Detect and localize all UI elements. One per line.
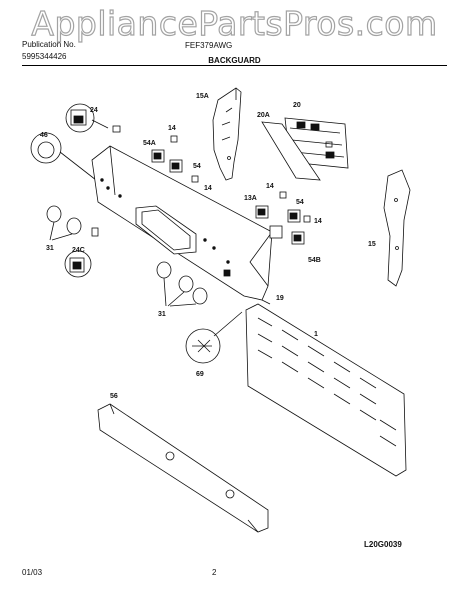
issue-date: 01/03 bbox=[22, 568, 43, 577]
model-number: FEF379AWG bbox=[185, 41, 233, 50]
screw-69[interactable] bbox=[185, 311, 243, 364]
callout-31-left: 31 bbox=[46, 245, 54, 252]
callout-24c: 24C bbox=[72, 247, 85, 254]
callout-15a: 15A bbox=[196, 93, 209, 100]
rear-panel-56[interactable] bbox=[97, 403, 269, 533]
callout-54a: 54A bbox=[143, 140, 156, 147]
callout-14-d: 14 bbox=[314, 218, 322, 225]
switch-54b[interactable] bbox=[269, 225, 305, 245]
clip-14-right-a[interactable] bbox=[279, 191, 287, 199]
switch-24c[interactable] bbox=[64, 227, 99, 278]
backguard-panel-19[interactable] bbox=[91, 145, 273, 305]
rear-cover-1[interactable] bbox=[245, 303, 407, 477]
callout-54b: 54B bbox=[308, 257, 321, 264]
publication-number: 5995344426 bbox=[22, 52, 67, 61]
switch-13a[interactable] bbox=[255, 205, 269, 219]
callout-14-b: 14 bbox=[204, 185, 212, 192]
callout-19: 19 bbox=[276, 295, 284, 302]
callout-14-c: 14 bbox=[266, 183, 274, 190]
drawing-code: L20G0039 bbox=[364, 540, 402, 549]
page-number: 2 bbox=[212, 568, 217, 577]
callout-54-right: 54 bbox=[296, 199, 304, 206]
clip-14-lower[interactable] bbox=[191, 175, 199, 183]
callout-56: 56 bbox=[110, 393, 118, 400]
knob-46[interactable] bbox=[30, 132, 97, 181]
clip-14-right-b[interactable] bbox=[303, 215, 311, 223]
watermark-text: AppliancePartsPros.com bbox=[31, 3, 438, 43]
switch-24[interactable] bbox=[65, 103, 121, 133]
callout-31-lower: 31 bbox=[158, 311, 166, 318]
callout-14-a: 14 bbox=[168, 125, 176, 132]
switch-54a[interactable] bbox=[151, 149, 165, 163]
callout-1: 1 bbox=[314, 331, 318, 338]
switch-54[interactable] bbox=[169, 159, 183, 173]
switch-54-right[interactable] bbox=[287, 209, 301, 223]
knobs-31-left[interactable] bbox=[46, 205, 82, 241]
header-rule bbox=[22, 65, 447, 66]
knobs-31-lower[interactable] bbox=[156, 261, 208, 307]
overlay-20a[interactable] bbox=[261, 121, 321, 181]
bracket-15[interactable] bbox=[383, 169, 411, 287]
callout-20a: 20A bbox=[257, 112, 270, 119]
callout-13a: 13A bbox=[244, 195, 257, 202]
callout-69: 69 bbox=[196, 371, 204, 378]
clip-14-upper[interactable] bbox=[170, 135, 178, 143]
section-title: BACKGUARD bbox=[208, 56, 261, 65]
publication-label: Publication No. bbox=[22, 40, 76, 49]
callout-15: 15 bbox=[368, 241, 376, 248]
callout-46: 46 bbox=[40, 132, 48, 139]
callout-54: 54 bbox=[193, 163, 201, 170]
callout-20: 20 bbox=[293, 102, 301, 109]
callout-24: 24 bbox=[90, 107, 98, 114]
bracket-15a[interactable] bbox=[212, 87, 242, 181]
